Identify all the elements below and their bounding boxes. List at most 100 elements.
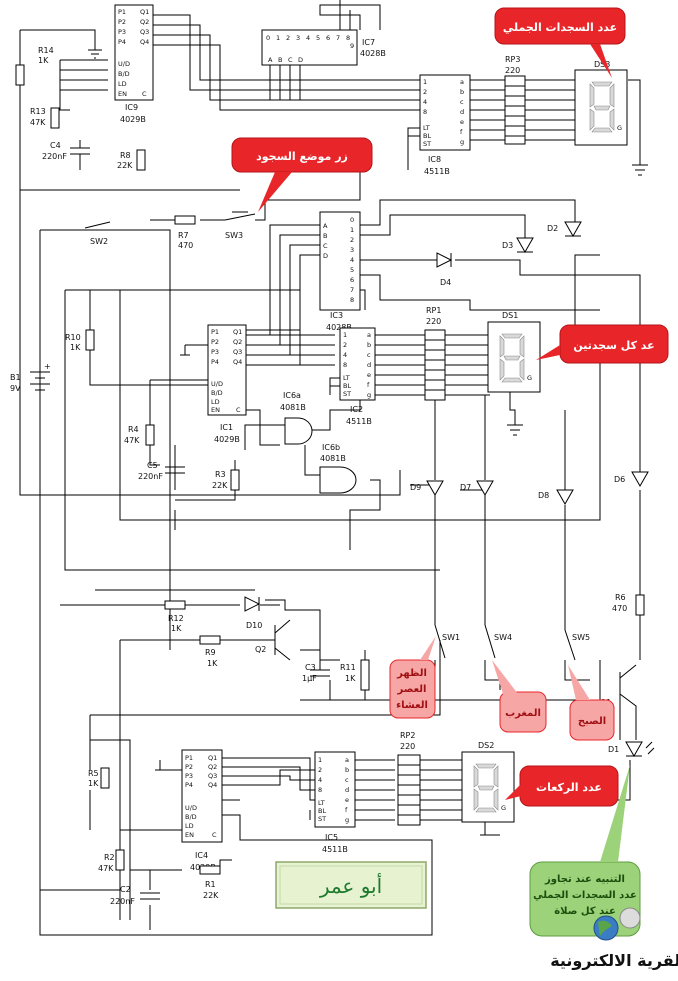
svg-text:c: c bbox=[367, 351, 371, 359]
svg-text:Q2: Q2 bbox=[208, 763, 217, 771]
svg-text:Q2: Q2 bbox=[233, 338, 242, 346]
ic2-label: IC2 bbox=[350, 405, 363, 414]
rp1-value: 220 bbox=[426, 317, 441, 326]
callout-total-sajdas: عدد السجدات الجملي bbox=[494, 7, 626, 78]
ic5-part: 4511B bbox=[322, 845, 348, 854]
svg-text:ST: ST bbox=[318, 815, 326, 823]
r5-label: R5 bbox=[88, 769, 99, 778]
svg-text:Q1: Q1 bbox=[233, 328, 242, 336]
ic3-chip: AB CD 01 23 45 67 8 IC3 4028B bbox=[319, 211, 361, 332]
ds2-display: G DS2 bbox=[461, 741, 515, 823]
svg-text:LD: LD bbox=[118, 80, 127, 88]
r13-value: 47K bbox=[30, 118, 46, 127]
ic6b-label: IC6b bbox=[322, 443, 340, 452]
r10-label: R10 bbox=[65, 333, 81, 342]
d2-diode: D2 bbox=[547, 221, 582, 238]
callout-isha-text: العشاء bbox=[396, 700, 428, 711]
r4-label: R4 bbox=[128, 425, 139, 434]
ic7-label: IC7 bbox=[362, 38, 375, 47]
ds3-display: G DS3 bbox=[574, 60, 628, 146]
chat-bubble-icon bbox=[619, 907, 641, 929]
c5-capacitor: C5 220nF bbox=[138, 461, 185, 481]
svg-text:5: 5 bbox=[350, 266, 354, 274]
sw3-switch: SW3 bbox=[224, 211, 256, 240]
r11-value: 1K bbox=[345, 674, 356, 683]
brand-text: القرية الالكترونية bbox=[550, 951, 678, 970]
svg-text:g: g bbox=[460, 138, 464, 146]
c3-value: 1µF bbox=[302, 674, 317, 683]
svg-text:4: 4 bbox=[350, 256, 354, 264]
d4-diode: D4 bbox=[436, 252, 453, 287]
svg-text:P1: P1 bbox=[211, 328, 219, 336]
svg-text:BL: BL bbox=[318, 807, 326, 815]
svg-text:P4: P4 bbox=[185, 781, 193, 789]
svg-text:4: 4 bbox=[423, 98, 427, 106]
svg-text:c: c bbox=[460, 98, 464, 106]
callout-maghrib-text: المغرب bbox=[505, 708, 541, 719]
svg-text:4: 4 bbox=[343, 351, 347, 359]
svg-text:Q3: Q3 bbox=[140, 28, 149, 36]
r5-resistor: R5 1K bbox=[88, 767, 110, 789]
svg-text:e: e bbox=[367, 371, 371, 379]
svg-text:P2: P2 bbox=[118, 18, 126, 26]
svg-text:9: 9 bbox=[350, 42, 354, 50]
svg-text:d: d bbox=[367, 361, 371, 369]
svg-text:8: 8 bbox=[423, 108, 427, 116]
r10-resistor: R10 1K bbox=[65, 329, 95, 352]
svg-text:U/D: U/D bbox=[118, 60, 130, 68]
ic6b-gate: IC6b 4081B bbox=[319, 443, 357, 494]
r6-label: R6 bbox=[615, 593, 626, 602]
rp1-label: RP1 bbox=[426, 306, 441, 315]
ds3-label: DS3 bbox=[594, 60, 610, 69]
r11-label: R11 bbox=[340, 663, 356, 672]
svg-text:G: G bbox=[527, 374, 532, 382]
r8-value: 22K bbox=[117, 161, 133, 170]
r3-resistor: R3 22K bbox=[212, 469, 240, 491]
callout-dhuhr-asr-isha: الظهر العصر العشاء bbox=[389, 636, 436, 719]
svg-text:P2: P2 bbox=[185, 763, 193, 771]
svg-text:EN: EN bbox=[211, 406, 220, 414]
svg-text:a: a bbox=[345, 756, 349, 764]
svg-text:1: 1 bbox=[350, 226, 354, 234]
ic6a-label: IC6a bbox=[283, 391, 301, 400]
r1-resistor: R1 22K bbox=[199, 865, 221, 900]
svg-text:P2: P2 bbox=[211, 338, 219, 346]
callout-every-two-sajdas-text: عد كل سجدتين bbox=[573, 339, 654, 352]
svg-text:2: 2 bbox=[423, 88, 427, 96]
svg-text:U/D: U/D bbox=[185, 804, 197, 812]
ic3-label: IC3 bbox=[330, 311, 343, 320]
svg-text:ST: ST bbox=[423, 140, 431, 148]
r10-value: 1K bbox=[70, 343, 81, 352]
svg-text:1: 1 bbox=[318, 756, 322, 764]
ic8-label: IC8 bbox=[428, 155, 441, 164]
d2-label: D2 bbox=[547, 224, 558, 233]
svg-text:U/D: U/D bbox=[211, 380, 223, 388]
d6-label: D6 bbox=[614, 475, 625, 484]
svg-text:5: 5 bbox=[316, 34, 320, 42]
callout-rakats: عدد الركعات bbox=[505, 765, 619, 807]
svg-text:Q2: Q2 bbox=[140, 18, 149, 26]
b1-value: 9V bbox=[10, 384, 21, 393]
callout-fajr: الصبح bbox=[568, 665, 615, 741]
svg-text:D: D bbox=[323, 252, 328, 260]
svg-text:P4: P4 bbox=[211, 358, 219, 366]
callout-asr-text: العصر bbox=[397, 684, 427, 695]
svg-text:B: B bbox=[278, 56, 282, 64]
sw1-switch: SW1 bbox=[434, 624, 460, 659]
svg-text:P3: P3 bbox=[185, 772, 193, 780]
svg-text:LT: LT bbox=[343, 374, 350, 382]
r2-resistor: R2 47K bbox=[98, 849, 125, 873]
r5-value: 1K bbox=[88, 779, 99, 788]
sw1-label: SW1 bbox=[442, 633, 460, 642]
rp3-value: 220 bbox=[505, 66, 520, 75]
svg-text:BL: BL bbox=[423, 132, 431, 140]
rp2-value: 220 bbox=[400, 742, 415, 751]
r3-label: R3 bbox=[215, 470, 226, 479]
svg-text:P3: P3 bbox=[211, 348, 219, 356]
ic5-label: IC5 bbox=[325, 833, 338, 842]
svg-text:B/D: B/D bbox=[185, 813, 197, 821]
svg-text:G: G bbox=[501, 804, 506, 812]
